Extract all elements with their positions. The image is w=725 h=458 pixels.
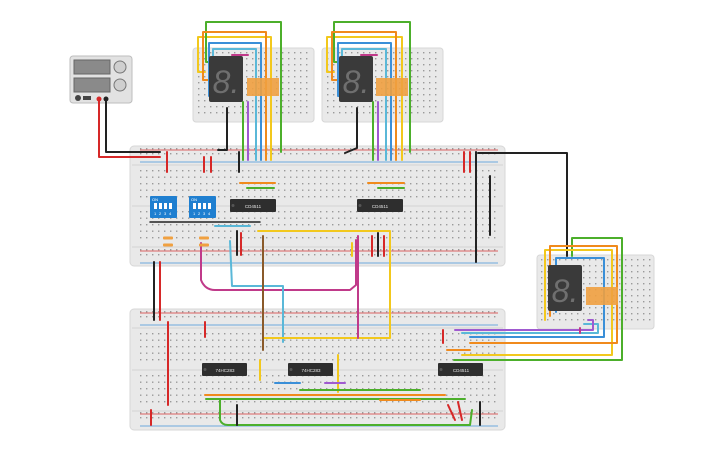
wire-yellow-loop[interactable]	[257, 230, 391, 339]
dip-2-pin-2: 2	[198, 211, 201, 216]
power-switch-icon[interactable]	[75, 95, 81, 101]
chip-decoder-1-label: CD4511	[245, 204, 262, 209]
dip-2-pin-4: 4	[208, 211, 211, 216]
wire-d2-green[interactable]	[333, 21, 411, 153]
wire-d2-black[interactable]	[344, 107, 358, 154]
resistor-1[interactable]	[163, 236, 173, 240]
dip-1-pin-4: 4	[169, 211, 172, 216]
seven-segment-display-2[interactable]: 8.	[339, 56, 408, 102]
chip-decoder-2[interactable]: CD4511	[357, 199, 403, 212]
dip-1-label: ON	[152, 197, 158, 202]
resistor-array-2[interactable]	[376, 78, 408, 96]
display-2-digit: 8.	[343, 64, 370, 100]
chip-gate-2-label: 74HC283	[301, 368, 321, 373]
wire-d3-green[interactable]	[453, 237, 623, 361]
dip-2-pin-1: 1	[193, 211, 196, 216]
dip-1-pin-2: 2	[159, 211, 162, 216]
resistor-3[interactable]	[199, 236, 209, 240]
seven-segment-display-1[interactable]: 8.	[209, 56, 279, 102]
power-supply[interactable]	[69, 55, 133, 104]
dip-2-label: ON	[191, 197, 197, 202]
wire-d3-cyan[interactable]	[461, 323, 599, 334]
resistor-4[interactable]	[199, 243, 209, 247]
resistor-array-3[interactable]	[586, 287, 618, 305]
wire-d2-orange[interactable]	[331, 31, 397, 161]
wire-cyan-loop[interactable]	[229, 240, 284, 343]
dip-switch-2[interactable]: ON 1 2 3 4	[189, 196, 216, 218]
display-3-digit: 8.	[552, 273, 579, 309]
display-1-digit: 8.	[213, 64, 240, 100]
wire-d3-yellow[interactable]	[461, 249, 613, 356]
voltage-knob[interactable]	[113, 60, 127, 74]
voltage-display	[73, 59, 111, 75]
dip-switch-1[interactable]: ON 1 2 3 4	[150, 196, 177, 218]
chip-gate-1[interactable]: 74HC283	[202, 363, 247, 376]
resistor-array-1[interactable]	[247, 78, 279, 96]
chip-decoder-1[interactable]: CD4511	[230, 199, 276, 212]
current-display	[73, 77, 111, 93]
wire-magenta-loop[interactable]	[200, 239, 357, 291]
seven-segment-display-3[interactable]: 8.	[548, 265, 618, 311]
chip-gate-2[interactable]: 74HC283	[288, 363, 333, 376]
wire-bottom-red-4[interactable]	[447, 404, 456, 421]
wire-d1-black[interactable]	[217, 107, 228, 151]
wire-psu-positive[interactable]	[98, 98, 161, 158]
wire-psu-negative[interactable]	[105, 98, 161, 153]
wire-bottom-green-loop[interactable]	[219, 398, 473, 426]
chip-decoder-3[interactable]: CD4511	[438, 363, 483, 376]
wire-long-black[interactable]	[477, 152, 568, 257]
dip-1-pin-1: 1	[154, 211, 157, 216]
wire-bottom-red-5[interactable]	[457, 401, 463, 421]
chip-decoder-2-label: CD4511	[372, 204, 389, 209]
dip-1-pin-3: 3	[164, 211, 167, 216]
resistor-2[interactable]	[163, 243, 173, 247]
chip-gate-1-label: 74HC283	[215, 368, 235, 373]
wire-d3-purple[interactable]	[454, 319, 594, 331]
current-knob[interactable]	[113, 78, 127, 92]
wire-d1-orange[interactable]	[202, 31, 267, 161]
chip-decoder-3-label: CD4511	[453, 368, 470, 373]
dip-2-pin-3: 3	[203, 211, 206, 216]
resistors	[163, 236, 209, 247]
